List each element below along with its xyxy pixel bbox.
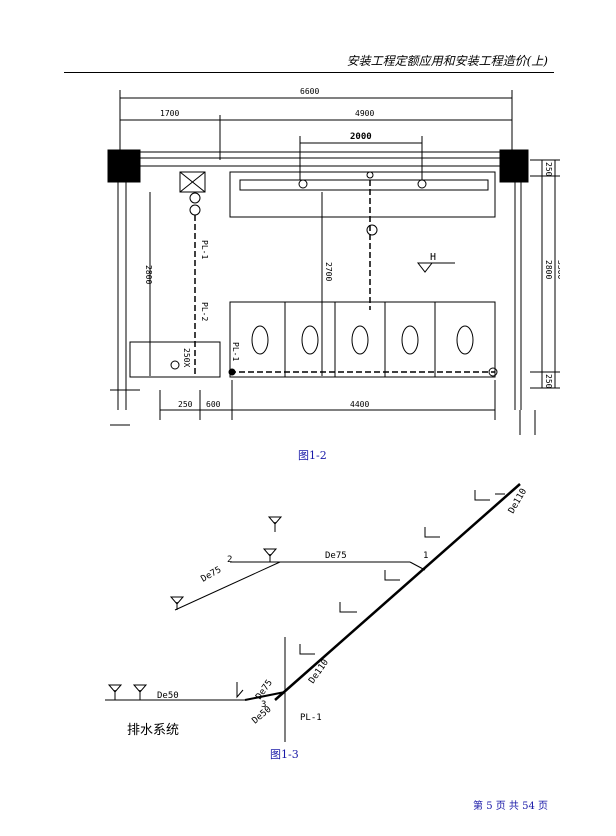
drainage-system-figure: De110 De75 De75 1 2 3 De110 De75 De50 De…: [105, 483, 529, 742]
dim-right-mid: 2800: [544, 260, 553, 279]
dim-right: 4900: [355, 109, 374, 118]
figure2-caption: 图1-3: [270, 748, 299, 761]
de50-left-label: De50: [157, 691, 179, 701]
de75-mid-label: De75: [325, 551, 347, 561]
de110-bottom-label: De110: [307, 658, 331, 686]
de75-left-label: De75: [200, 565, 224, 585]
node-3-label: 3: [261, 700, 266, 710]
dim-mid-height: 2700: [324, 262, 333, 281]
de75-bottom-label: De75: [254, 678, 275, 702]
header-title: 安装工程定额应用和安装工程造价(上): [346, 54, 548, 68]
dim-right-top: 250: [544, 162, 553, 177]
pl-top-label: PL-1: [200, 240, 209, 259]
dim-left-height: 2800: [144, 265, 153, 284]
dim-bottom-a: 250: [178, 400, 193, 409]
page-header: 安装工程定额应用和安装工程造价(上): [64, 50, 554, 73]
floor-plan-figure: 6600 1700 4900 2000 2800 2700 3300 2800 …: [107, 87, 560, 435]
node-2-label: 2: [227, 555, 232, 565]
dim-right-total: 3300: [556, 260, 560, 279]
pl-mid-label: PL-2: [200, 302, 209, 321]
de50-bottom-label: De50: [251, 705, 274, 727]
small-dim-label: 250X: [182, 348, 191, 367]
pl-bottom-label: PL-1: [231, 342, 240, 361]
dim-right-bottom: 250: [544, 374, 553, 389]
dim-total: 6600: [300, 87, 319, 96]
figure1-caption: 图1-2: [298, 449, 327, 462]
pl-label: PL-1: [300, 713, 322, 723]
system-label: 排水系统: [127, 723, 179, 738]
node-1-label: 1: [423, 551, 428, 561]
dim-bottom-c: 4400: [350, 400, 369, 409]
elevation-label: H: [430, 252, 436, 263]
dim-bottom-b: 600: [206, 400, 221, 409]
page-footer: 第 5 页 共 54 页: [473, 801, 548, 812]
dim-left: 1700: [160, 109, 179, 118]
dim-inner: 2000: [350, 132, 372, 142]
